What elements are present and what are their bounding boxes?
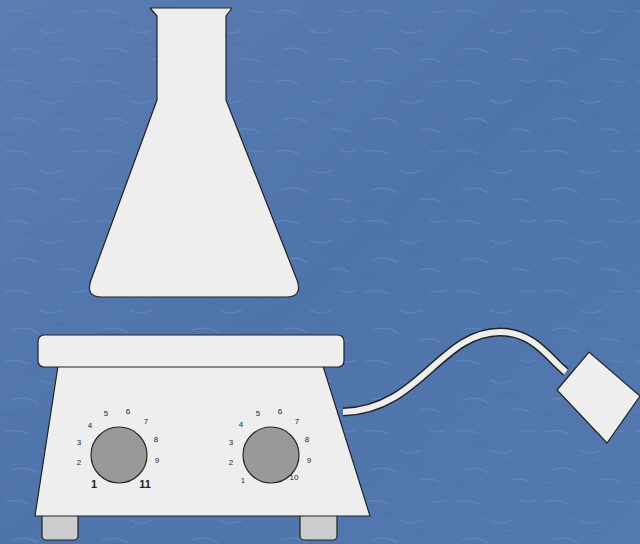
dial-number: 1 [91, 479, 97, 490]
dial-number: 9 [155, 457, 159, 465]
stir-knob [243, 427, 299, 483]
dial-number: 2 [229, 459, 233, 467]
cable [343, 332, 566, 412]
heat-knob [91, 427, 147, 483]
dial-number: 11 [139, 479, 151, 490]
plug [557, 352, 640, 443]
dial-number: 4 [239, 421, 243, 429]
erlenmeyer-flask [89, 8, 298, 297]
dial-number: 3 [229, 439, 233, 447]
dial-number: 6 [126, 408, 130, 416]
dial-number: 8 [305, 436, 309, 444]
dial-number: 8 [154, 436, 158, 444]
dial-number: 5 [104, 410, 108, 418]
dial-number: 9 [307, 457, 311, 465]
dial-number: 7 [295, 418, 299, 426]
stirrer-housing [35, 366, 370, 516]
cable-outline [343, 332, 566, 412]
dial-number: 4 [88, 422, 92, 430]
hot-plate [38, 335, 344, 367]
dial-number: 7 [144, 418, 148, 426]
dial-number: 2 [77, 459, 81, 467]
dial-number: 1 [241, 477, 245, 484]
dial-number: 10 [290, 474, 299, 482]
dial-number: 5 [256, 410, 260, 418]
dial-number: 3 [77, 439, 81, 447]
dial-number: 6 [278, 408, 282, 416]
